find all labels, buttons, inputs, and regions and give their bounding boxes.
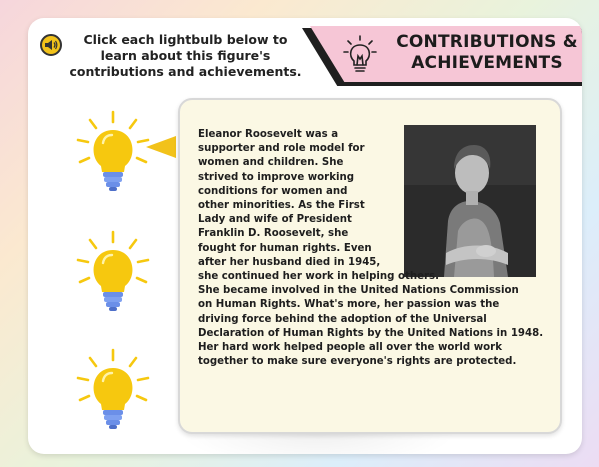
title-banner: CONTRIBUTIONS & ACHIEVEMENTS [296, 26, 582, 90]
info-card: Eleanor Roosevelt was a supporter and ro… [178, 98, 562, 434]
banner-fill [310, 26, 582, 82]
card-text-line: Declaration of Human Rights by the Unite… [198, 327, 544, 339]
instruction: Click each lightbulb below to learn abou… [40, 32, 305, 80]
card-text-line: other minorities. As the First [198, 200, 365, 212]
page-title: CONTRIBUTIONS & ACHIEVEMENTS [378, 32, 582, 74]
card-text-line: fought for human rights. Even [198, 242, 372, 254]
card-text-line: together to make sure everyone's rights … [198, 356, 517, 368]
slide: Click each lightbulb below to learn abou… [28, 18, 582, 454]
lightbulb-icon [76, 348, 150, 429]
lightbulb-icon [343, 35, 377, 72]
card-text-line: after her husband died in 1945, [198, 256, 381, 268]
card-text-line: Franklin D. Roosevelt, she [198, 228, 349, 240]
lightbulb-button-1[interactable] [72, 110, 154, 194]
lightbulb-button-2[interactable] [72, 230, 154, 314]
card-text-line: Eleanor Roosevelt was a [198, 129, 339, 140]
title-line: ACHIEVEMENTS [411, 53, 563, 73]
card-text-line: conditions for women and [198, 185, 348, 197]
instruction-line: learn about this figure's [100, 48, 271, 63]
portrait-photo [404, 125, 536, 277]
card-text-line: Lady and wife of President [198, 214, 352, 226]
card-text-line: on Human Rights. What's more, her passio… [198, 299, 500, 311]
card-text-line: She became involved in the United Nation… [198, 285, 519, 297]
instruction-text: Click each lightbulb below to learn abou… [66, 32, 305, 80]
title-line: CONTRIBUTIONS & [396, 32, 578, 52]
card-text-line: supporter and role model for [198, 143, 365, 155]
card-text-line: women and children. She [198, 157, 344, 169]
lightbulb-icon [76, 110, 150, 191]
pointer-arrow [146, 136, 176, 158]
card-text-line: Her hard work helped people all over the… [198, 342, 502, 354]
card-text-line: driving force behind the adoption of the… [198, 313, 487, 325]
lightbulb-icon [76, 230, 150, 311]
speaker-icon[interactable] [40, 34, 62, 56]
lightbulb-button-3[interactable] [72, 348, 154, 432]
card-body-text: Eleanor Roosevelt was a supporter and ro… [198, 128, 558, 369]
card-text-line: she continued her work in helping others… [198, 271, 439, 283]
card-text-line: strived to improve working [198, 171, 355, 183]
instruction-line: contributions and achievements. [69, 64, 302, 79]
instruction-line: Click each lightbulb below to [83, 32, 288, 47]
